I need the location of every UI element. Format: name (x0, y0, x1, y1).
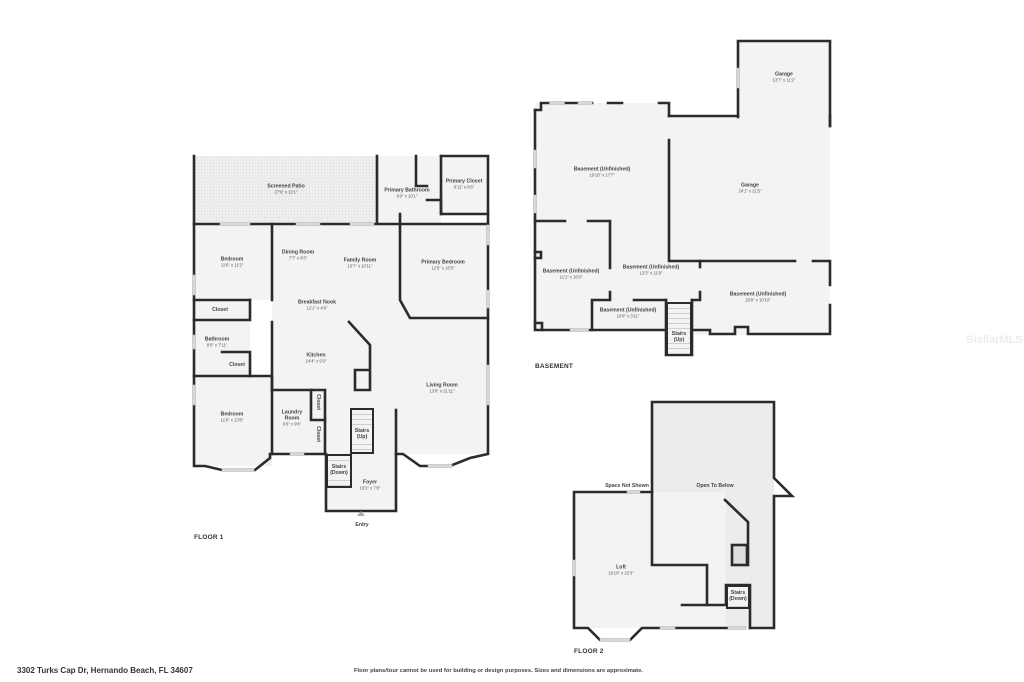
bedroom-2-area (194, 376, 272, 466)
room-label: Stairs (Down) (728, 590, 748, 602)
floor-2-label: FLOOR 2 (574, 648, 604, 655)
room-label: Basement (Unfinished)19'10" x 17'7" (573, 166, 631, 178)
room-label: Basement (Unfinished)13'3" x 11'9" (622, 264, 680, 276)
property-address: 3302 Turks Cap Dr, Hernando Beach, FL 34… (17, 666, 193, 675)
floor-1-label: FLOOR 1 (194, 534, 224, 541)
garage-large-area (670, 117, 830, 261)
garage-small-area (738, 41, 830, 117)
room-label: Open To Below (696, 483, 734, 489)
room-label: Closet (229, 362, 245, 368)
main-living-area (272, 224, 488, 454)
watermark: StellarMLS (966, 334, 1023, 346)
screened-patio-area (194, 156, 376, 223)
primary-bathroom-area (377, 156, 441, 223)
room-label: Basement (Unfinished)20'9" x 10'10" (729, 291, 787, 303)
basement-right-area (670, 261, 830, 335)
room-label: Basement (Unfinished)10'8" x 3'11" (599, 307, 657, 319)
entry-label: Entry (355, 522, 369, 528)
stairs-up-basement (666, 302, 692, 356)
room-label: Closet (212, 307, 228, 313)
basement-label: BASEMENT (535, 363, 574, 370)
disclaimer: Floor plans/tour cannot be used for buil… (354, 668, 643, 674)
closet-area (194, 300, 250, 320)
basement-main-area (535, 103, 670, 329)
room-label: Space Not Shown (605, 483, 649, 489)
bedroom-1-area (194, 224, 272, 300)
primary-closet-area (441, 156, 488, 214)
room-label: Stairs (Down) (328, 464, 350, 476)
room-label: Basement (Unfinished)11'1" x 16'0" (542, 268, 600, 280)
bathroom-area (194, 320, 250, 376)
room-label: Stairs (Up) (669, 331, 689, 343)
room-label: Stairs (Up) (352, 428, 372, 440)
